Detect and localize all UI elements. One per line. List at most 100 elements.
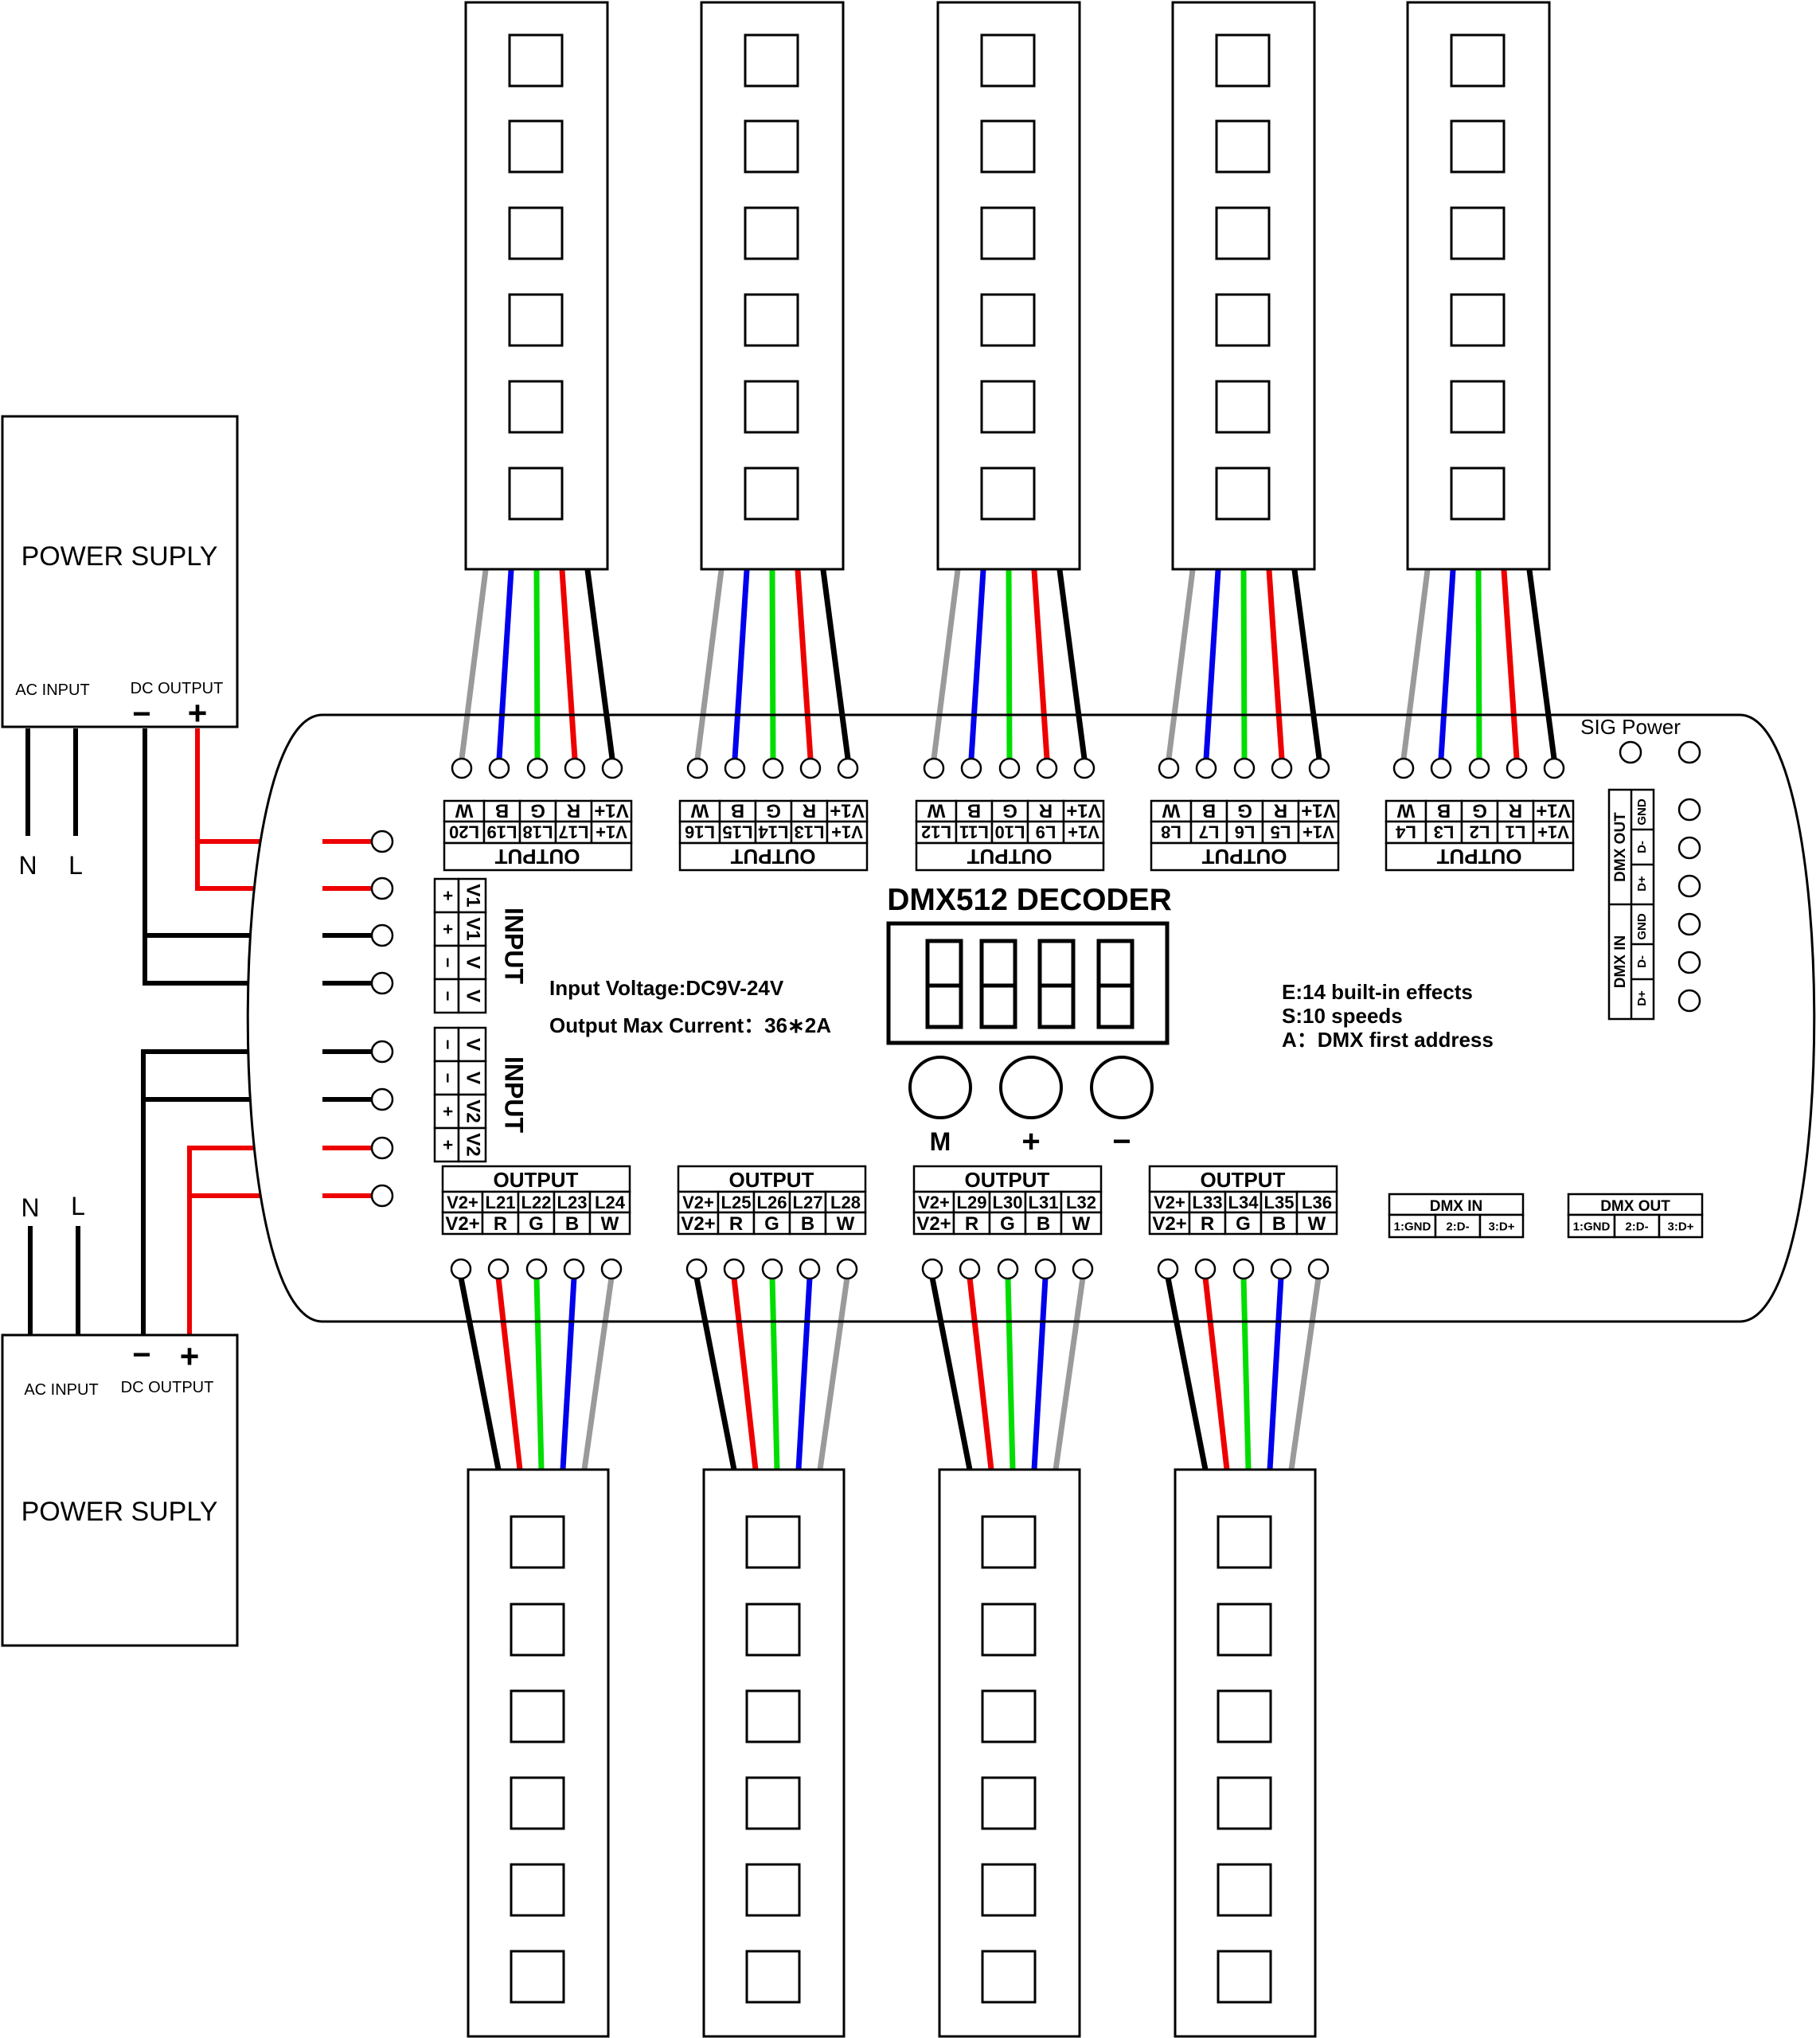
terminal-channel-label: L3 xyxy=(1434,822,1455,842)
terminal-color-label: W xyxy=(601,1213,619,1235)
top-led-strip xyxy=(1171,1,1316,571)
terminal-color-label: R xyxy=(1509,799,1522,821)
input-voltage-cell xyxy=(457,978,487,1014)
terminal-channel-label: L26 xyxy=(757,1193,787,1212)
terminal-title: OUTPUT xyxy=(730,845,815,869)
terminal-channel-cell xyxy=(678,820,721,845)
terminal-channel-label: V1+ xyxy=(1303,822,1334,842)
input-polarity-label: − xyxy=(438,1040,458,1050)
terminal-channel-label: L4 xyxy=(1395,822,1416,842)
led-chip xyxy=(508,293,564,347)
dmx-bottom-title: DMX OUT xyxy=(1600,1198,1670,1215)
terminal-channel-cell xyxy=(1224,1190,1263,1214)
terminal-channel-label: L10 xyxy=(995,822,1025,842)
terminal-title-cell xyxy=(441,1165,631,1193)
terminal-color-label: R xyxy=(1274,799,1287,821)
minus-button[interactable] xyxy=(1090,1056,1154,1119)
terminal-color-label: B xyxy=(1202,799,1216,821)
terminal-title-cell xyxy=(912,1165,1103,1193)
terminal-channel-label: L20 xyxy=(449,822,479,842)
output-current-text: Output Max Current：36∗2A xyxy=(549,1013,831,1037)
bottom-wire-pin xyxy=(1034,1258,1056,1280)
input-polarity-label: + xyxy=(438,1107,458,1117)
top-wire-pin xyxy=(960,757,982,779)
led-chip xyxy=(744,119,799,174)
terminal-color-label: W xyxy=(927,799,945,821)
power-input-pin xyxy=(370,923,394,947)
led-chip xyxy=(1450,33,1506,88)
terminal-channel-cell xyxy=(481,1190,520,1214)
terminal-color-label: V2+ xyxy=(1152,1213,1186,1235)
led-wire xyxy=(1267,1277,1284,1470)
led-wire xyxy=(931,569,961,759)
led-wire xyxy=(1202,1277,1230,1470)
terminal-title-cell xyxy=(1150,841,1340,872)
top-led-strip xyxy=(700,1,845,571)
terminal-channel-cell xyxy=(752,1190,791,1214)
terminal-color-label: G xyxy=(529,1213,544,1235)
led-chip xyxy=(744,33,799,88)
led-wire xyxy=(1031,569,1050,759)
terminal-color-label: B xyxy=(1437,799,1451,821)
top-wire-pin xyxy=(1036,757,1058,779)
dmx-bottom-label: 3:D+ xyxy=(1489,1220,1515,1233)
led-chip xyxy=(745,1950,801,2004)
terminal-channel-label: L12 xyxy=(921,822,951,842)
terminal-color-label: B xyxy=(801,1213,814,1235)
led-chip xyxy=(1450,119,1506,174)
terminal-channel-label: V1+ xyxy=(831,822,863,842)
top-wire-pin xyxy=(837,757,859,779)
terminal-color-label: G xyxy=(766,799,781,821)
terminal-channel-cell xyxy=(988,1190,1027,1214)
led-chip xyxy=(1215,206,1271,260)
bottom-wire-pin xyxy=(600,1258,623,1280)
led-chip xyxy=(980,467,1036,521)
input-title: INPUT xyxy=(500,1056,529,1133)
dmx-bottom-cell xyxy=(1567,1213,1616,1239)
plus-terminal-label: + xyxy=(180,1337,200,1375)
led-chip xyxy=(981,1515,1037,1569)
terminal-title: OUTPUT xyxy=(967,845,1052,869)
terminal-channel-cell xyxy=(588,1190,631,1214)
terminal-title: OUTPUT xyxy=(494,845,580,869)
bottom-wire-pin xyxy=(1307,1258,1330,1280)
led-wire xyxy=(1438,569,1456,759)
terminal-channel-label: L7 xyxy=(1199,822,1220,842)
mode-button[interactable] xyxy=(908,1056,972,1119)
bottom-led-strip xyxy=(938,1468,1081,2038)
terminal-channel-cell xyxy=(590,820,633,845)
terminal-channel-label: V2+ xyxy=(447,1193,478,1212)
dmx-bottom-cell xyxy=(1478,1213,1525,1239)
input-voltage-label: V xyxy=(463,956,484,969)
led-chip xyxy=(508,380,564,434)
terminal-color-label: V1+ xyxy=(1066,799,1100,821)
plus-button[interactable] xyxy=(999,1056,1063,1119)
minus-button-label: − xyxy=(1112,1124,1131,1159)
terminal-color-label: V2+ xyxy=(445,1213,479,1235)
terminal-color-label: B xyxy=(1272,1213,1286,1235)
power-supply-bottom: POWER SUPLY AC INPUT DC OUTPUT − + N L xyxy=(1,1192,239,1647)
terminal-channel-label: L35 xyxy=(1264,1193,1295,1212)
sig-indicator-led xyxy=(1619,740,1642,764)
terminal-channel-cell xyxy=(1060,1190,1103,1214)
top-wire-pin xyxy=(799,757,822,779)
terminal-color-cell xyxy=(788,1211,827,1236)
dmx-bottom-cell xyxy=(1434,1213,1482,1239)
terminal-color-label: G xyxy=(764,1213,779,1235)
led-wire xyxy=(496,569,514,759)
led-wire xyxy=(1203,569,1221,759)
power-supply-title: POWER SUPLY xyxy=(21,541,218,572)
led-chip xyxy=(1450,467,1506,521)
terminal-channel-cell xyxy=(1189,820,1228,845)
dc-output-label: DC OUTPUT xyxy=(121,1379,214,1396)
terminal-color-cell xyxy=(590,799,633,823)
bottom-wire-pin xyxy=(997,1258,1019,1280)
wires xyxy=(25,569,1557,1470)
led-wire xyxy=(1166,569,1196,759)
terminal-color-cell xyxy=(1295,1211,1338,1236)
power-input-pin xyxy=(370,1184,394,1208)
terminal-color-label: W xyxy=(1396,799,1415,821)
led-wire xyxy=(1266,569,1285,759)
led-chip xyxy=(980,119,1036,174)
